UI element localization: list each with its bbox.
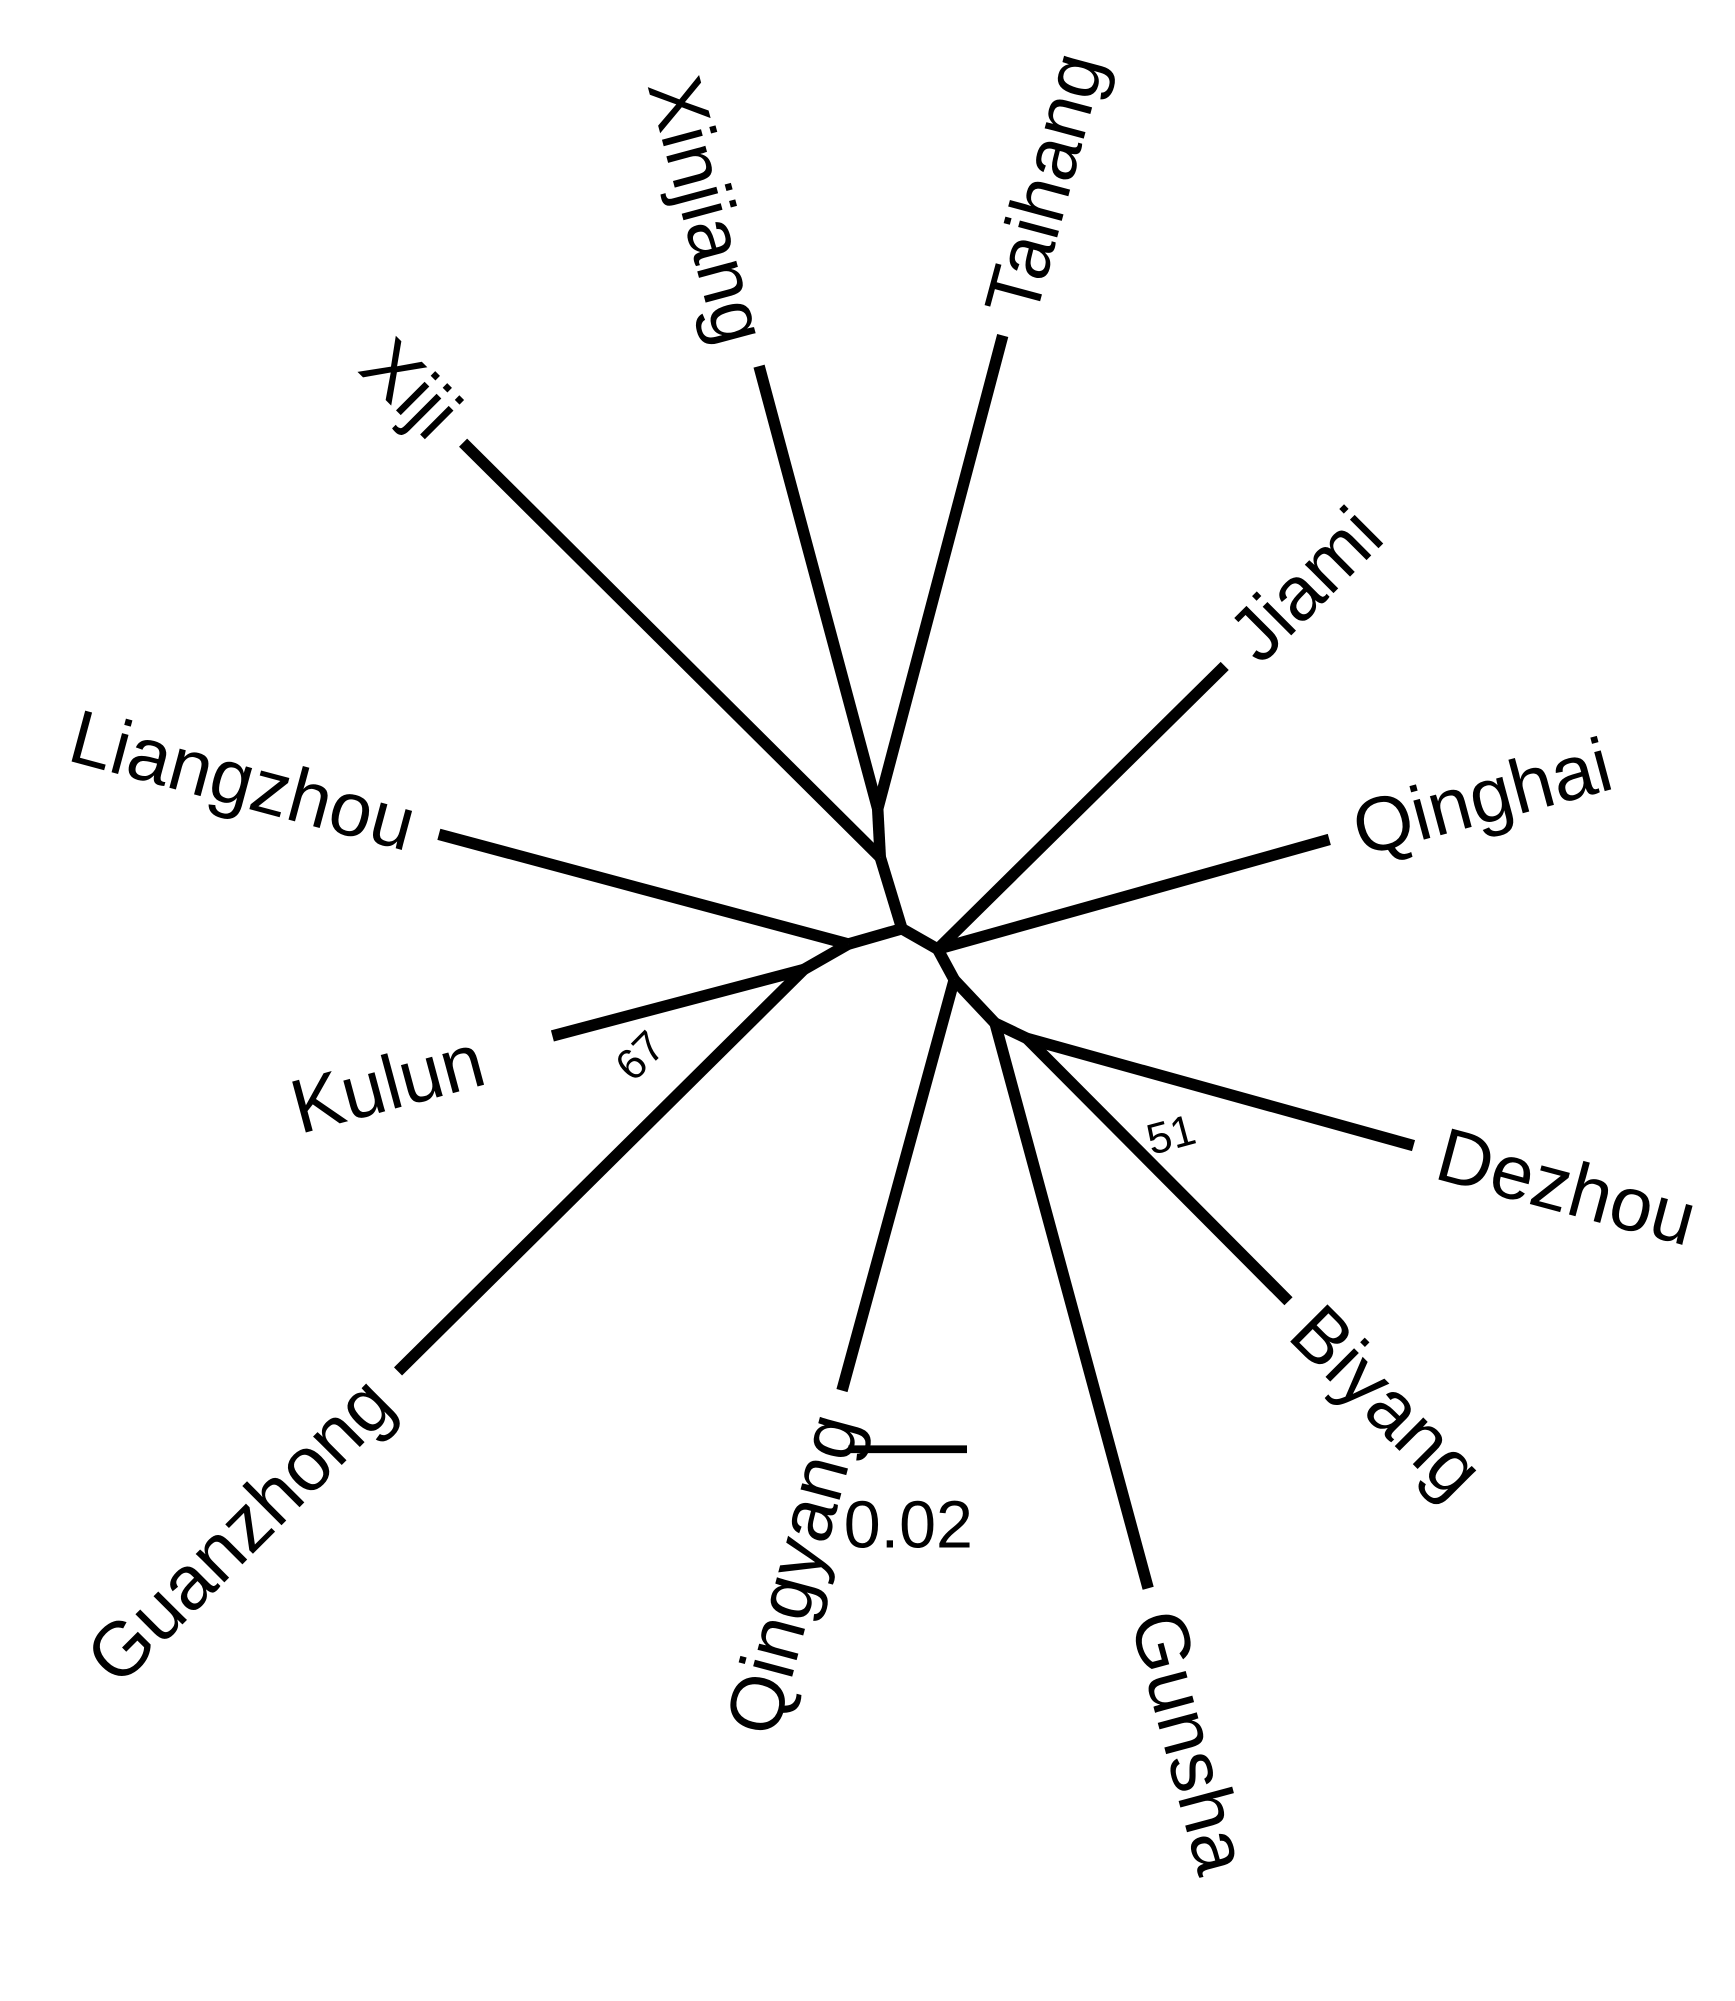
taxon-label-qingyang: Qingyang [710, 1405, 877, 1743]
taxon-label-taihang: Taihang [969, 44, 1120, 325]
taxon-label-gunsha: Gunsha [1113, 1602, 1265, 1883]
taxon-label-dezhou: Dezhou [1428, 1112, 1705, 1262]
branch-xiji [459, 438, 885, 862]
internal-branch [899, 923, 941, 955]
taxon-label-biyang: Biyang [1274, 1289, 1500, 1515]
branch-qinghai [936, 833, 1331, 955]
bootstrap-label-67: 67 [606, 1022, 674, 1090]
branch-gunsha [989, 1021, 1154, 1590]
branch-taihang [872, 334, 1009, 811]
branch-jiami [933, 661, 1229, 954]
internal-branch [874, 855, 908, 931]
branch-guanzhong [393, 965, 808, 1376]
taxon-label-guanzhong: Guanzhong [70, 1361, 410, 1701]
taxon-label-kulun: Kulun [282, 1018, 493, 1151]
branch-dezhou [1025, 1032, 1416, 1152]
branch-qingyang [836, 978, 960, 1393]
branch-biyang [1022, 1034, 1293, 1306]
bootstrap-label-51: 51 [1142, 1106, 1201, 1165]
taxon-label-qinghai: Qinghai [1344, 722, 1621, 872]
internal-branch [846, 923, 904, 950]
scale-bar-label: 0.02 [844, 1488, 973, 1562]
branch-xinjiang [753, 364, 884, 811]
internal-branch [950, 975, 1000, 1028]
internal-branch [800, 939, 852, 975]
taxon-label-jiami: Jiami [1213, 492, 1399, 678]
taxon-label-liangzhou: Liangzhou [61, 694, 424, 868]
taxon-label-xinjiang: Xinjiang [631, 68, 784, 353]
taxon-label-xiji: Xiji [344, 323, 476, 455]
branch-kulun [550, 964, 806, 1042]
branch-liangzhou [437, 828, 850, 950]
